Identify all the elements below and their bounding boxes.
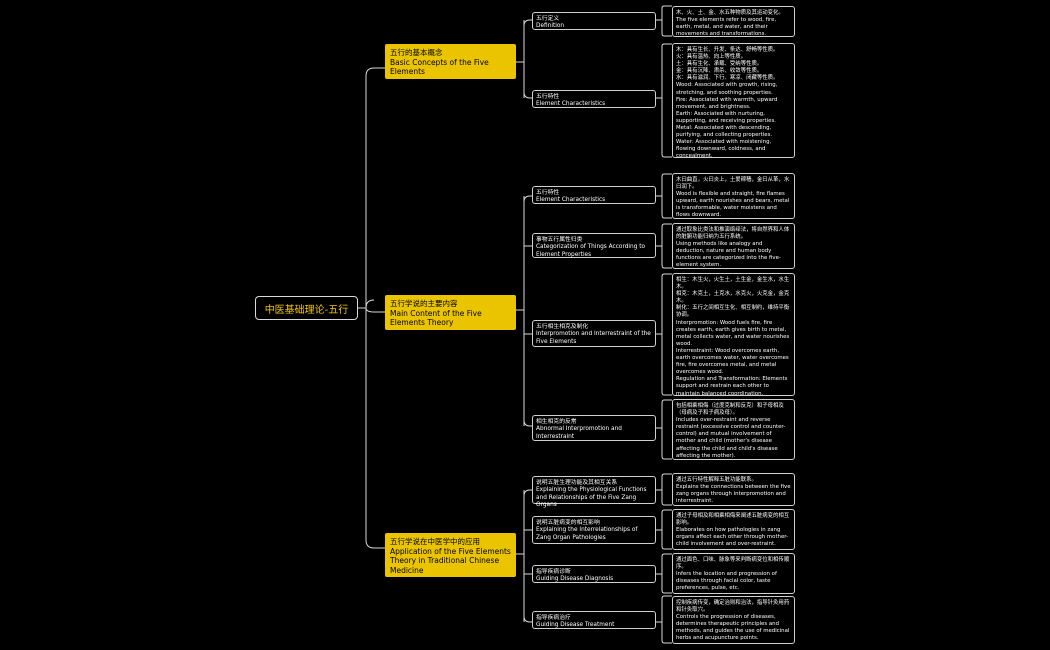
connector-sec1-leaf1 bbox=[656, 5, 672, 37]
topic-label-en: Basic Concepts of the Five Elements bbox=[390, 57, 492, 77]
leaf-text-cn: 包括相乘相侮（过度克制和反克）和子母相及（母病及子和子病及母）。 bbox=[676, 403, 784, 417]
leaf-text: 木：具有生长、升发、条达、舒畅等性质。 bbox=[676, 47, 779, 53]
leaf-text-en: Controls the progression of diseases, de… bbox=[676, 614, 792, 642]
leaf-text-en: Includes over-restraint and reverse rest… bbox=[676, 417, 786, 459]
subtopic-label-en: Explaining the Interrelationships of Zan… bbox=[536, 527, 640, 541]
leaf-text-en: Explains the connections between the fiv… bbox=[676, 484, 793, 505]
subtopic-element-characteristics[interactable]: 五行特性 Element Characteristics bbox=[532, 90, 656, 108]
leaf-text: 火：具有温热、向上等性质。 bbox=[676, 54, 747, 61]
leaf-abnormal: 包括相乘相侮（过度克制和反克）和子母相及（母病及子和子病及母）。 Include… bbox=[672, 399, 795, 460]
leaf-text-cn: 木曰曲直，火曰炎上，土爰稼穑，金曰从革，水曰润下。 bbox=[676, 177, 790, 191]
subtopic-interpromotion[interactable]: 五行相生相克及制化 Interpromotion and Interrestra… bbox=[532, 320, 656, 347]
topic-label-cn: 五行的基本概念 bbox=[390, 48, 443, 57]
root-topic[interactable]: 中医基础理论-五行 bbox=[255, 296, 358, 320]
subtopic-label-cn: 事物五行属性归类 bbox=[536, 237, 583, 243]
connector-sec3-leaf2 bbox=[656, 509, 672, 550]
subtopic-physiological-functions[interactable]: 说明五脏生理功能及其相互关系 Explaining the Physiologi… bbox=[532, 476, 656, 508]
connector-sec2 bbox=[516, 195, 532, 427]
subtopic-label-en: Definition bbox=[536, 23, 565, 30]
subtopic-label-cn: 说明五脏病变的相互影响 bbox=[536, 520, 600, 526]
leaf-text-en: Infers the location and progression of d… bbox=[676, 571, 779, 592]
leaf-treatment: 控制疾病传变，确定治则和治法，指导针灸用药和针灸取穴。 Controls the… bbox=[672, 596, 795, 644]
leaf-text: Interrestraint: Wood overcomes earth, ea… bbox=[676, 347, 791, 376]
leaf-text: 相克：木克土，土克水，水克火，火克金，金克木。 bbox=[676, 291, 790, 305]
topic-label-cn: 五行学说的主要内容 bbox=[390, 299, 458, 308]
leaf-text: Water: Associated with moistening, flowi… bbox=[676, 139, 773, 158]
subtopic-label-en: Guiding Disease Diagnosis bbox=[536, 576, 614, 583]
leaf-text: 制化：五行之间相互生化、相互制约，维持平衡协调。 bbox=[676, 305, 790, 319]
subtopic-label-en: Element Characteristics bbox=[536, 101, 606, 108]
leaf-text: Metal: Associated with descending, purif… bbox=[676, 125, 773, 139]
connector-sec3-leaf4 bbox=[656, 595, 672, 644]
connector-sec3-leaf3 bbox=[656, 553, 672, 594]
subtopic-categorization[interactable]: 事物五行属性归类 Categorization of Things Accord… bbox=[532, 233, 656, 258]
subtopic-label-en: Categorization of Things According to El… bbox=[536, 244, 647, 258]
subtopic-definition[interactable]: 五行定义 Definition bbox=[532, 12, 656, 30]
leaf-text-en: Wood is flexible and straight, fire flam… bbox=[676, 191, 792, 219]
connector-root bbox=[358, 67, 375, 549]
root-label: 中医基础理论-五行 bbox=[264, 304, 349, 316]
subtopic-label-cn: 五行定义 bbox=[536, 16, 560, 22]
leaf-element-characteristics-2: 木曰曲直，火曰炎上，土爰稼穑，金曰从革，水曰润下。 Wood is flexib… bbox=[672, 173, 795, 219]
topic-label-en: Main Content of the Five Elements Theory bbox=[390, 308, 485, 328]
subtopic-label-cn: 五行相生相克及制化 bbox=[536, 324, 589, 330]
subtopic-label-cn: 指导疾病治疗 bbox=[536, 615, 571, 621]
leaf-text-cn: 通过五行特性解释五脏功能联系。 bbox=[676, 477, 757, 483]
leaf-text-en: Elaborates on how pathologies in zang or… bbox=[676, 527, 789, 548]
subtopic-abnormal[interactable]: 相生相克的反常 Abnormal Interpromotion and Inte… bbox=[532, 415, 656, 441]
subtopic-label-cn: 相生相克的反常 bbox=[536, 419, 577, 425]
subtopic-label-en: Interpromotion and Interrestraint of the… bbox=[536, 331, 653, 345]
leaf-text: Interpromotion: Wood fuels fire, fire cr… bbox=[676, 319, 791, 347]
leaf-categorization: 通过取象比类法和推演络绎法，将自然界和人体的脏腑功能归纳为五行系统。 Using… bbox=[672, 223, 795, 269]
connector-sec3-leaf1 bbox=[656, 473, 672, 506]
leaf-text-cn: 通过取象比类法和推演络绎法，将自然界和人体的脏腑功能归纳为五行系统。 bbox=[676, 227, 790, 241]
leaf-text: Wood: Associated with growth, rising, st… bbox=[676, 82, 780, 96]
leaf-text-en: The five elements refer to wood, fire, e… bbox=[676, 17, 778, 37]
connector-sec2-leaf2 bbox=[656, 223, 672, 269]
leaf-diagnosis: 通过面色、口味、脉象等来判断病变位和相传顺序。 Infers the locat… bbox=[672, 553, 795, 594]
leaf-text: Earth: Associated with nurturing, suppor… bbox=[676, 110, 776, 124]
subtopic-label-en: Explaining the Physiological Functions a… bbox=[536, 487, 649, 509]
subtopic-treatment[interactable]: 指导疾病治疗 Guiding Disease Treatment bbox=[532, 611, 656, 629]
subtopic-label-en: Element Characteristics bbox=[536, 197, 606, 204]
subtopic-label-cn: 指导疾病诊断 bbox=[536, 569, 571, 575]
leaf-interpromotion: 相生：木生火，火生土，土生金，金生水，水生木。 相克：木克土，土克水，水克火，火… bbox=[672, 273, 795, 396]
subtopic-label-en: Abnormal Interpromotion and Interrestrai… bbox=[536, 426, 624, 440]
leaf-text-cn: 通过面色、口味、脉象等来判断病变位和相传顺序。 bbox=[676, 557, 790, 571]
connector-sec2-leaf4 bbox=[656, 399, 672, 460]
leaf-text: 金：具有沉降、肃杀、收敛等性质。 bbox=[676, 68, 763, 75]
topic-label-en: Application of the Five Elements Theory … bbox=[390, 546, 514, 575]
leaf-definition: 木、火、土、金、水五种物质及其运动变化。 The five elements r… bbox=[672, 6, 795, 37]
subtopic-label-cn: 五行特性 bbox=[536, 190, 560, 196]
leaf-text: 水：具有滋润、下行、寒凉、闭藏等性质。 bbox=[676, 75, 779, 82]
connector-root-l1 bbox=[374, 67, 385, 549]
subtopic-label-cn: 五行特性 bbox=[536, 94, 560, 100]
connector-sec2-leaf3 bbox=[656, 273, 672, 396]
subtopic-pathologies[interactable]: 说明五脏病变的相互影响 Explaining the Interrelation… bbox=[532, 516, 656, 544]
subtopic-element-characteristics-2[interactable]: 五行特性 Element Characteristics bbox=[532, 186, 656, 204]
leaf-text: Regulation and Transformation: Elements … bbox=[676, 376, 790, 396]
subtopic-label-en: Guiding Disease Treatment bbox=[536, 622, 615, 629]
leaf-element-characteristics: 木：具有生长、升发、条达、舒畅等性质。 火：具有温热、向上等性质。 土：具有生化… bbox=[672, 43, 795, 158]
leaf-pathologies: 通过子母相及和相乘相侮来阐述五脏病变的相互影响。 Elaborates on h… bbox=[672, 509, 795, 550]
topic-basic-concepts[interactable]: 五行的基本概念 Basic Concepts of the Five Eleme… bbox=[385, 44, 516, 79]
connector-sec3 bbox=[516, 489, 532, 623]
subtopic-diagnosis[interactable]: 指导疾病诊断 Guiding Disease Diagnosis bbox=[532, 565, 656, 583]
leaf-text: 相生：木生火，火生土，土生金，金生水，水生木。 bbox=[676, 277, 790, 291]
leaf-text: 土：具有生化、承载、受纳等性质。 bbox=[676, 61, 763, 68]
leaf-text-cn: 通过子母相及和相乘相侮来阐述五脏病变的相互影响。 bbox=[676, 513, 790, 527]
connector-sec2-leaf1 bbox=[656, 173, 672, 219]
leaf-physiological-functions: 通过五行特性解释五脏功能联系。 Explains the connections… bbox=[672, 473, 795, 506]
leaf-text-en: Using methods like analogy and deduction… bbox=[676, 241, 781, 269]
topic-label-cn: 五行学说在中医学中的应用 bbox=[390, 537, 480, 546]
leaf-text-cn: 控制疾病传变，确定治则和治法，指导针灸用药和针灸取穴。 bbox=[676, 600, 790, 614]
subtopic-label-cn: 说明五脏生理功能及其相互关系 bbox=[536, 480, 618, 486]
topic-main-content[interactable]: 五行学说的主要内容 Main Content of the Five Eleme… bbox=[385, 295, 516, 330]
leaf-text-cn: 木、火、土、金、水五种物质及其运动变化。 bbox=[676, 10, 784, 16]
topic-application[interactable]: 五行学说在中医学中的应用 Application of the Five Ele… bbox=[385, 533, 516, 577]
leaf-text: Fire: Associated with warmth, upward mov… bbox=[676, 96, 780, 110]
connector-sec1-leaf2 bbox=[656, 43, 672, 158]
connector-sec1 bbox=[516, 19, 532, 99]
